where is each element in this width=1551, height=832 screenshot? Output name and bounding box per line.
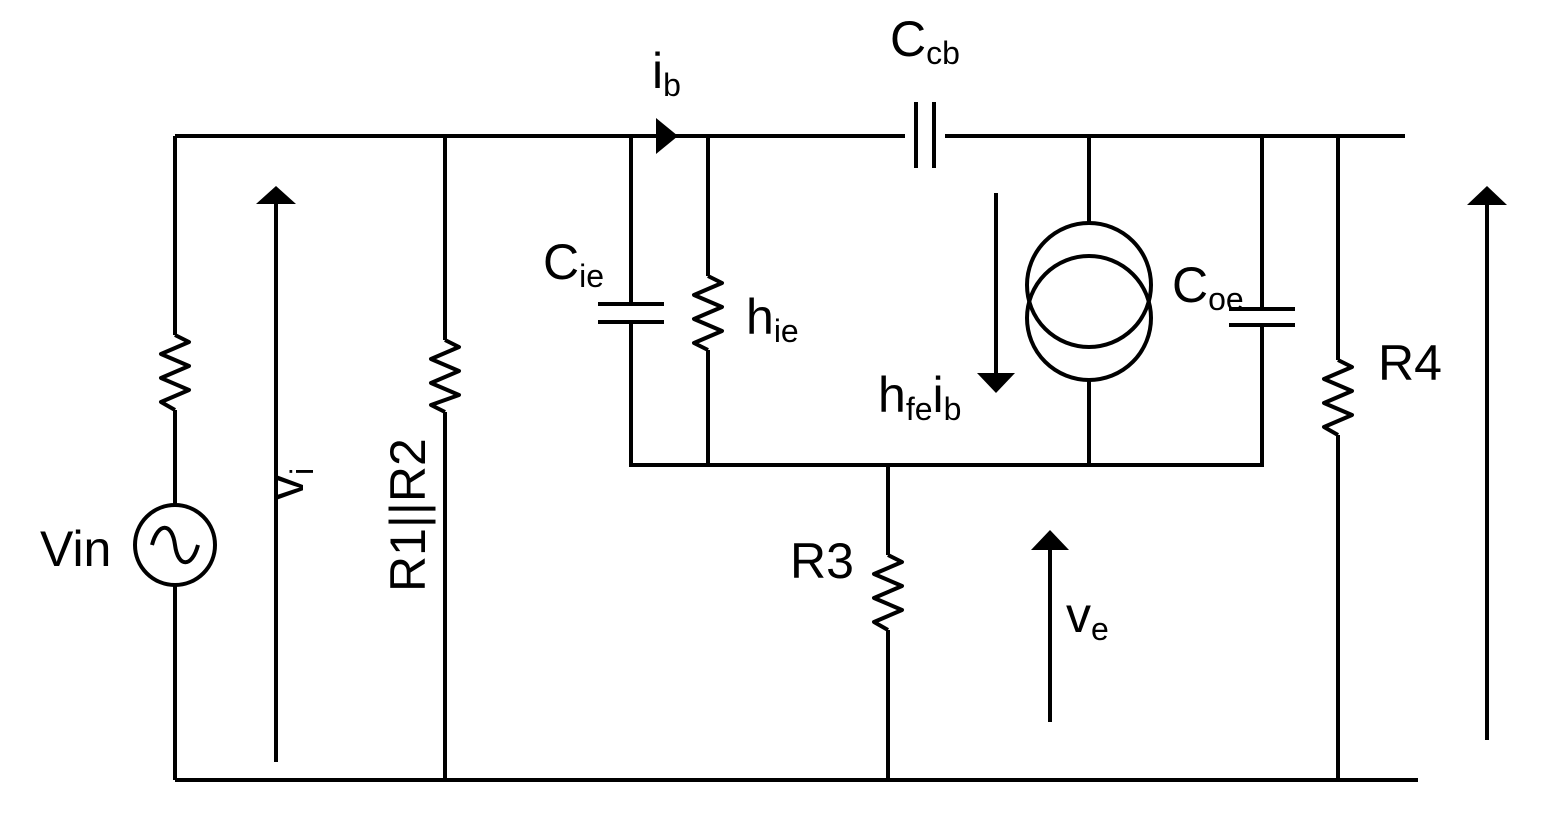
cie-capacitor — [598, 302, 664, 324]
ve-label: ve — [1066, 587, 1109, 647]
r3-resistor — [872, 553, 904, 632]
vi-label: vi — [258, 468, 320, 500]
coe-capacitor — [1229, 307, 1295, 327]
r1r2-resistor — [429, 338, 461, 414]
ib-arrow — [656, 118, 678, 154]
r1r2-label: R1||R2 — [380, 438, 436, 592]
hie-resistor — [692, 274, 724, 352]
r4-label: R4 — [1378, 335, 1442, 391]
ccb-capacitor — [914, 102, 936, 168]
hie-label: hie — [746, 289, 799, 349]
coe-label: Coe — [1172, 257, 1244, 317]
vin-label: Vin — [40, 521, 111, 577]
r4-resistor — [1322, 358, 1354, 437]
r3-label: R3 — [790, 533, 854, 589]
ccb-label: Ccb — [890, 11, 960, 71]
source-resistor — [159, 333, 191, 412]
hfe-ib-arrow — [977, 193, 1015, 393]
output-arrow — [1467, 186, 1507, 740]
ib-label: ib — [652, 43, 681, 103]
ve-arrow — [1031, 530, 1069, 722]
hfe-ib-label: hfeib — [878, 367, 961, 427]
cie-label: Cie — [543, 234, 604, 294]
ac-voltage-source — [133, 503, 217, 587]
wires — [173, 134, 1418, 782]
dependent-current-source — [1025, 221, 1153, 382]
vi-arrow — [256, 186, 296, 762]
